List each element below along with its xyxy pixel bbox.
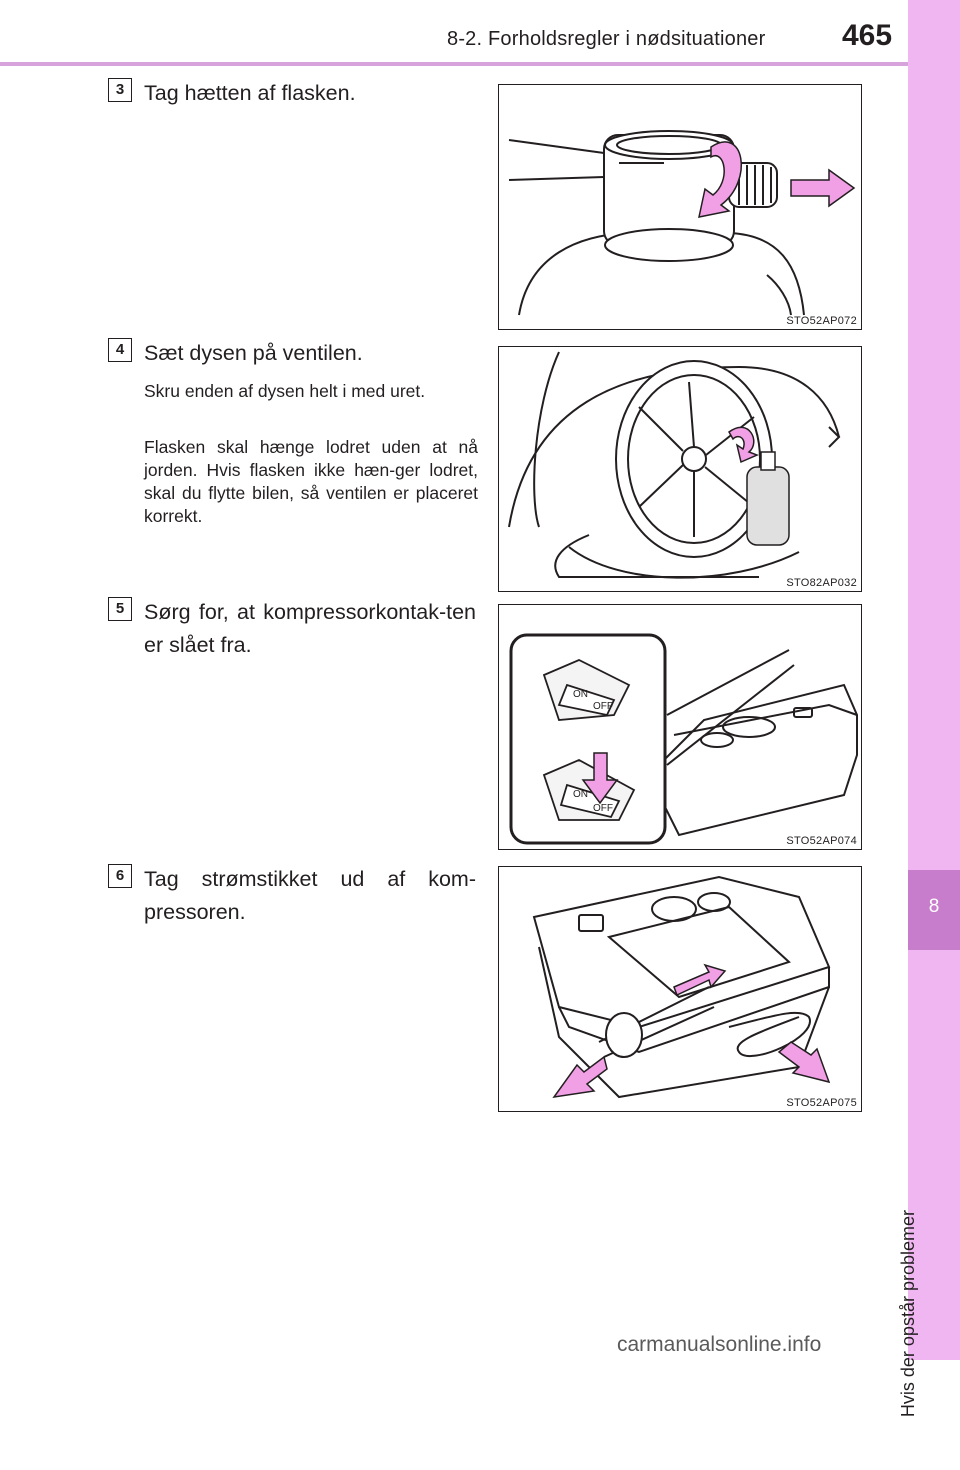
section-title: 8-2. Forholdsregler i nødsituationer bbox=[447, 28, 766, 50]
step-6-text: Tag strømstikket ud af kom-pressoren. bbox=[144, 867, 476, 924]
figure-code-4: STO82AP032 bbox=[786, 577, 857, 589]
wheel-valve-illustration bbox=[508, 351, 841, 579]
step-number-3: 3 bbox=[108, 78, 132, 102]
step-4-sub-2: Flasken skal hænge lodret uden at nå jor… bbox=[144, 437, 478, 526]
chapter-number-tab bbox=[908, 870, 960, 950]
switch-on-label-bottom: ON bbox=[573, 789, 588, 800]
figure-code-3: STO52AP072 bbox=[786, 315, 857, 327]
step-number-4: 4 bbox=[108, 338, 132, 362]
chapter-side-tab bbox=[908, 0, 960, 1360]
bottle-cap-illustration bbox=[508, 130, 856, 316]
figure-remove-cap: STO52AP072 bbox=[498, 84, 862, 330]
header-divider bbox=[0, 62, 960, 66]
chapter-label: Hvis der opstår problemer bbox=[898, 1210, 918, 1418]
figure-switch-off: ON OFF ON OFF STO52AP074 bbox=[498, 604, 862, 850]
figure-unplug-compressor: STO52AP075 bbox=[498, 866, 862, 1112]
switch-on-label-top: ON bbox=[573, 689, 588, 700]
step-4-text: Sæt dysen på ventilen. bbox=[144, 341, 363, 365]
figure-attach-nozzle: STO82AP032 bbox=[498, 346, 862, 592]
step-number-5: 5 bbox=[108, 597, 132, 621]
switch-off-label-bottom: OFF bbox=[593, 803, 613, 814]
figure-code-5: STO52AP074 bbox=[786, 835, 857, 847]
down-arrow-icon bbox=[581, 752, 619, 805]
page-number: 465 bbox=[842, 19, 893, 52]
watermark: carmanualsonline.info bbox=[617, 1333, 822, 1356]
switch-off-label-top: OFF bbox=[593, 701, 613, 712]
step-number-6: 6 bbox=[108, 864, 132, 888]
step-3-text: Tag hætten af flasken. bbox=[144, 81, 356, 105]
chapter-number: 8 bbox=[928, 896, 940, 917]
figure-code-6: STO52AP075 bbox=[786, 1097, 857, 1109]
step-5-text: Sørg for, at kompressorkontak-ten er slå… bbox=[144, 600, 476, 657]
step-4-sub-1: Skru enden af dysen helt i med uret. bbox=[144, 381, 426, 401]
compressor-plug-illustration bbox=[532, 875, 831, 1099]
compressor-switch-illustration: ON OFF ON OFF bbox=[509, 633, 858, 845]
